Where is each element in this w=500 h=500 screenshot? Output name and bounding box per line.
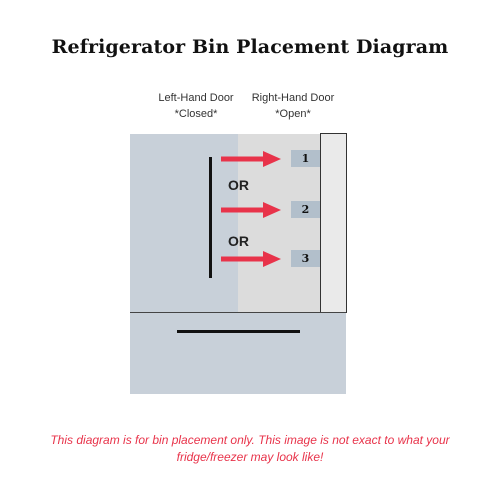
right-door-label: Right-Hand Door *Open* <box>238 90 348 122</box>
disclaimer-text: This diagram is for bin placement only. … <box>50 433 450 464</box>
right-door-state: *Open* <box>275 108 311 120</box>
diagram-title: Refrigerator Bin Placement Diagram <box>51 36 449 58</box>
bin-position-1: 1 <box>291 150 320 167</box>
right-hand-door-edge <box>320 133 347 313</box>
right-arrow-icon <box>221 251 281 267</box>
left-door-state: *Closed* <box>174 108 218 120</box>
right-arrow-icon <box>221 151 281 167</box>
left-door-name: Left-Hand Door <box>158 92 234 104</box>
or-separator: OR <box>228 177 249 193</box>
bin-position-2: 2 <box>291 201 320 218</box>
left-hand-door <box>130 134 238 312</box>
right-door-name: Right-Hand Door <box>251 92 335 104</box>
bin-position-3: 3 <box>291 250 320 267</box>
freezer-drawer <box>130 312 346 394</box>
left-door-handle <box>209 157 212 278</box>
right-arrow-icon <box>221 202 281 218</box>
freezer-handle <box>177 330 300 333</box>
or-separator: OR <box>228 233 249 249</box>
left-door-label: Left-Hand Door *Closed* <box>141 90 251 122</box>
